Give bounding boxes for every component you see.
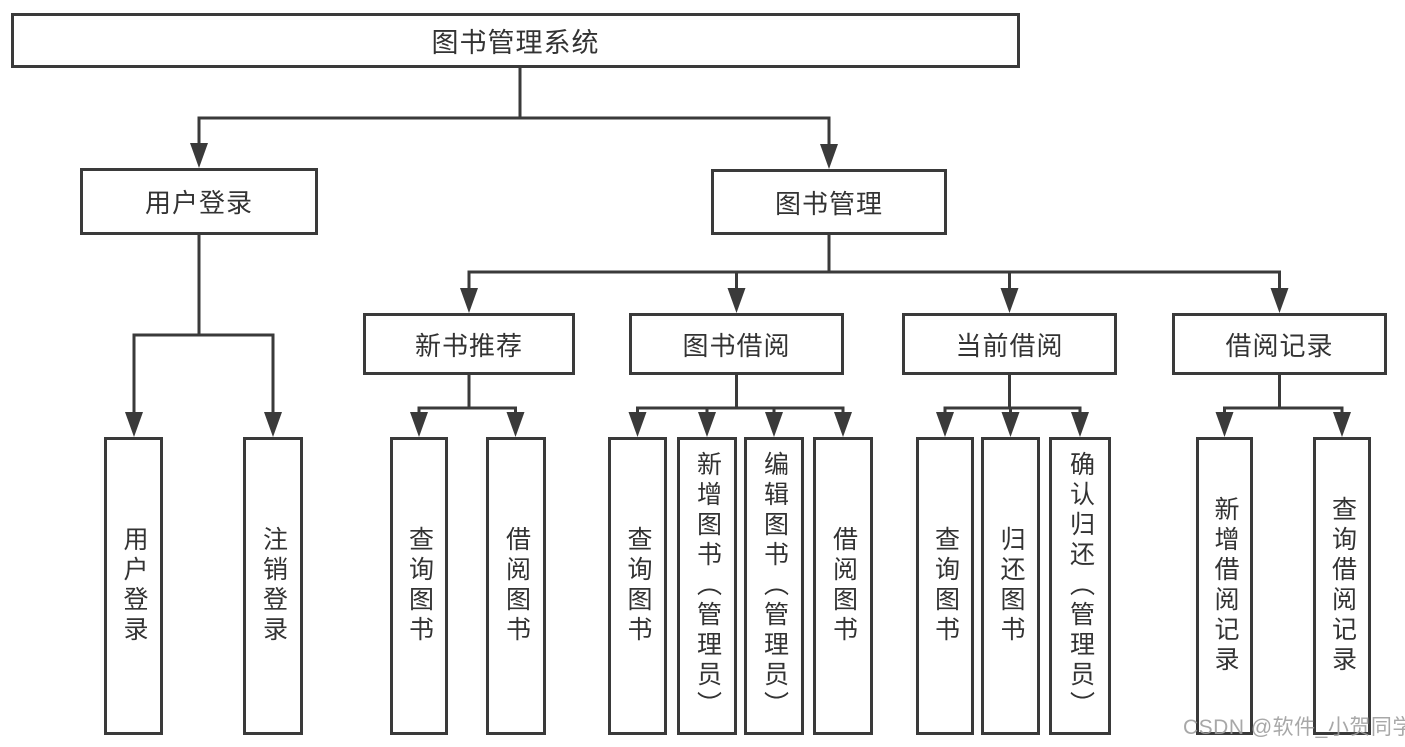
node-book-borrowing-label: 图书借阅 (682, 330, 791, 361)
leaf-edit-book-admin: 编辑图书（管理员） (744, 437, 804, 735)
leaf-query-books-borrowing: 查询图书 (608, 437, 667, 735)
arrowheads (125, 143, 1351, 437)
leaf-query-borrow-record: 查询借阅记录 (1313, 437, 1371, 735)
leaf-query-books-current: 查询图书 (916, 437, 974, 735)
leaf-return-books-label: 归还图书 (997, 526, 1025, 646)
leaf-return-books: 归还图书 (981, 437, 1040, 735)
leaf-user-login: 用户登录 (104, 437, 163, 735)
node-book-management-label: 图书管理 (774, 188, 883, 219)
leaf-logout-label: 注销登录 (259, 526, 288, 646)
csdn-watermark: CSDN @软件_小贺同学 (1183, 716, 1405, 739)
leaf-add-book-admin: 新增图书（管理员） (677, 437, 737, 735)
leaf-confirm-return-admin: 确认归还（管理员） (1049, 437, 1111, 735)
leaf-borrow-books-borrowing-label: 借阅图书 (829, 526, 858, 646)
leaf-add-borrow-record-label: 新增借阅记录 (1211, 496, 1239, 676)
leaf-add-book-admin-label: 新增图书（管理员） (693, 451, 722, 721)
node-current-borrowing: 当前借阅 (902, 313, 1117, 375)
node-user-login-label: 用户登录 (144, 188, 253, 218)
leaf-query-books-current-label: 查询图书 (931, 526, 960, 646)
node-current-borrowing-label: 当前借阅 (955, 330, 1064, 361)
node-borrowing-records-label: 借阅记录 (1225, 330, 1334, 361)
leaf-query-books-recommend: 查询图书 (390, 437, 448, 735)
leaf-logout: 注销登录 (243, 437, 303, 735)
node-new-book-recommendation-label: 新书推荐 (414, 330, 523, 361)
leaf-add-borrow-record: 新增借阅记录 (1196, 437, 1253, 735)
leaf-user-login-label: 用户登录 (120, 526, 148, 646)
leaf-edit-book-admin-label: 编辑图书（管理员） (760, 451, 789, 721)
leaf-query-books-borrowing-label: 查询图书 (624, 526, 652, 646)
node-root: 图书管理系统 (11, 13, 1020, 68)
node-new-book-recommendation: 新书推荐 (363, 313, 575, 375)
node-user-login: 用户登录 (80, 168, 318, 235)
leaf-borrow-books-recommend-label: 借阅图书 (502, 526, 531, 646)
leaf-confirm-return-admin-label: 确认归还（管理员） (1066, 451, 1095, 721)
leaf-borrow-books-recommend: 借阅图书 (486, 437, 546, 735)
leaf-query-books-recommend-label: 查询图书 (405, 526, 434, 646)
node-book-management: 图书管理 (711, 169, 947, 235)
leaf-borrow-books-borrowing: 借阅图书 (813, 437, 873, 735)
leaf-query-borrow-record-label: 查询借阅记录 (1328, 496, 1357, 676)
node-borrowing-records: 借阅记录 (1172, 313, 1387, 375)
node-root-label: 图书管理系统 (431, 28, 600, 58)
node-book-borrowing: 图书借阅 (629, 313, 844, 375)
